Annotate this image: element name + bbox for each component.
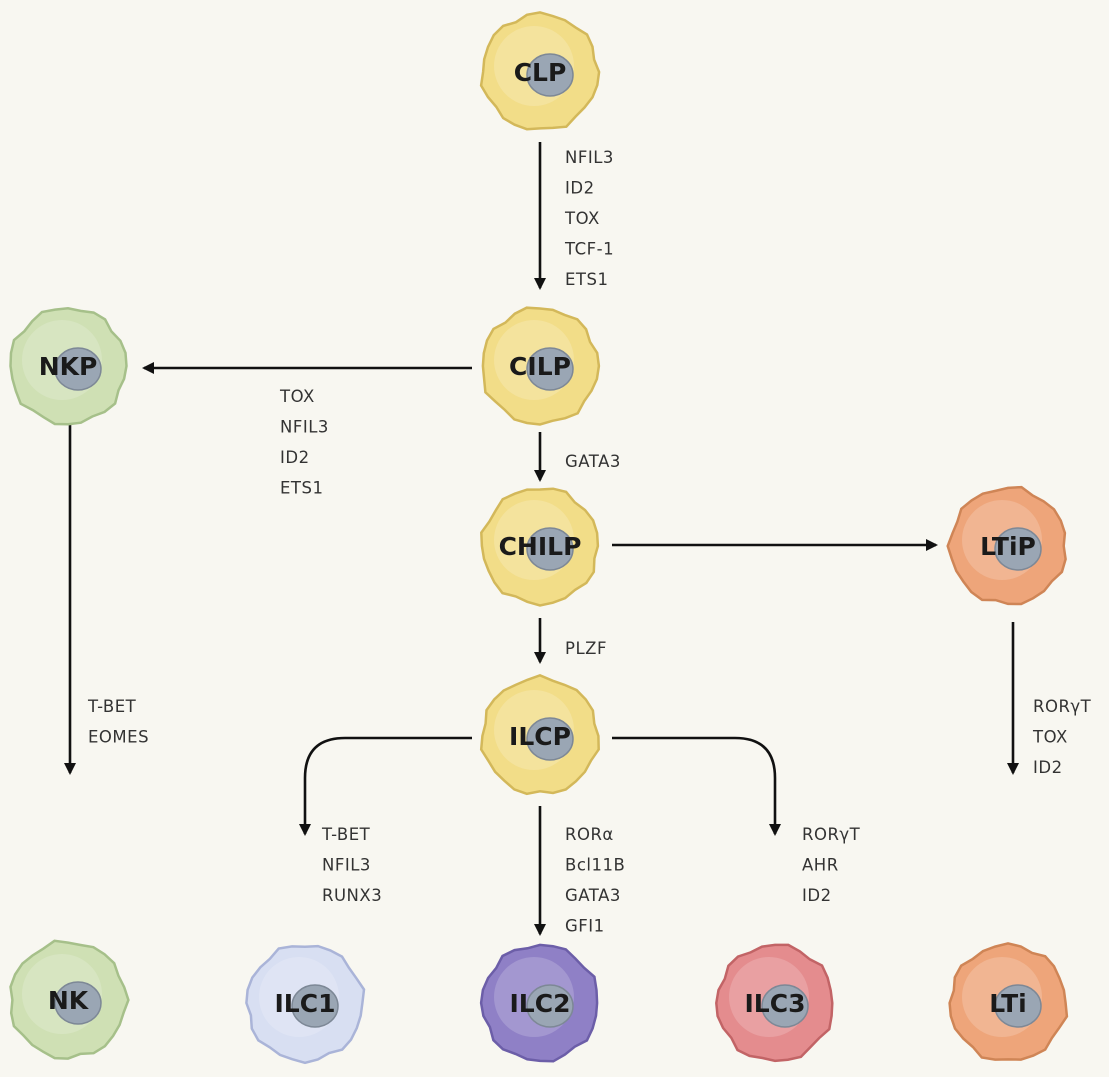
factor-label: NFIL3 bbox=[565, 148, 614, 167]
factor-label: RORα bbox=[565, 825, 614, 844]
cell-ilcp-nucleus bbox=[526, 717, 574, 761]
factor-label: ID2 bbox=[802, 886, 832, 905]
cell-cilp-nucleus bbox=[526, 347, 574, 391]
edge-ilcp-ilc3 bbox=[612, 736, 781, 836]
cell-ilc1: ILC1 bbox=[245, 944, 366, 1065]
cell-ilc2-nucleus bbox=[526, 984, 574, 1028]
cell-nk-label: NK bbox=[48, 986, 90, 1015]
cell-chilp: CHILP bbox=[480, 487, 600, 607]
edge-ilcp-ilc1 bbox=[299, 736, 472, 836]
cell-clp: CLP bbox=[479, 11, 601, 131]
cells: CLP CILP NKP CHILP LTiP ILCP NK ILC1 ILC2 ILC3 LTi bbox=[9, 11, 1069, 1065]
factors-ilcp-to-ilc3: RORγT AHR ID2 bbox=[802, 825, 861, 905]
cell-nkp-label: NKP bbox=[39, 352, 98, 381]
factor-label: EOMES bbox=[88, 728, 149, 747]
factor-label: TOX bbox=[1032, 728, 1068, 747]
cell-ltip-nucleus bbox=[994, 527, 1042, 571]
factors-chilp-to-ilcp: PLZF bbox=[565, 639, 607, 658]
transcription-factor-labels: NFIL3ID2TOXTCF-1ETS1TOXNFIL3ID2ETS1GATA3… bbox=[87, 148, 1092, 936]
cell-ltip-label: LTiP bbox=[980, 532, 1036, 561]
edges bbox=[64, 142, 1019, 836]
factor-label: NFIL3 bbox=[280, 418, 329, 437]
cell-cilp: CILP bbox=[481, 306, 601, 426]
cell-nkp-nucleus bbox=[54, 347, 102, 391]
factor-label: ID2 bbox=[280, 448, 310, 467]
cell-clp-label: CLP bbox=[514, 58, 567, 87]
factor-label: GATA3 bbox=[565, 886, 621, 905]
cell-nk-nucleus bbox=[54, 981, 102, 1025]
factor-label: T-BET bbox=[87, 697, 137, 716]
cell-ilc1-nucleus bbox=[291, 984, 339, 1028]
cell-chilp-label: CHILP bbox=[499, 532, 582, 561]
cell-lti: LTi bbox=[948, 942, 1069, 1061]
cell-nk: NK bbox=[9, 939, 130, 1060]
factor-label: RORγT bbox=[802, 825, 861, 844]
factors-cilp-to-chilp: GATA3 bbox=[565, 452, 621, 471]
cell-ilc2: ILC2 bbox=[479, 943, 599, 1063]
factor-label: AHR bbox=[802, 856, 839, 875]
factor-label: RORγT bbox=[1033, 697, 1092, 716]
factor-label: ID2 bbox=[565, 179, 595, 198]
cell-ltip: LTiP bbox=[946, 485, 1067, 606]
factor-label: GATA3 bbox=[565, 452, 621, 471]
cell-lti-label: LTi bbox=[989, 989, 1026, 1018]
cell-cilp-label: CILP bbox=[509, 352, 571, 381]
factor-label: TOX bbox=[564, 209, 600, 228]
cell-ilcp-label: ILCP bbox=[509, 722, 571, 751]
cell-chilp-nucleus bbox=[526, 527, 574, 571]
factors-nkp-to-nk: T-BET EOMES bbox=[87, 697, 149, 747]
cell-ilc3: ILC3 bbox=[715, 943, 834, 1063]
factor-label: ETS1 bbox=[565, 270, 608, 289]
cell-ilc3-nucleus bbox=[761, 984, 809, 1028]
factor-label: TCF-1 bbox=[564, 240, 614, 259]
cell-ilcp: ILCP bbox=[479, 673, 600, 796]
cell-ilc2-label: ILC2 bbox=[510, 989, 571, 1018]
factor-label: GFI1 bbox=[565, 917, 605, 936]
factors-ltip-to-lti: RORγT TOX ID2 bbox=[1032, 697, 1092, 777]
factor-label: ID2 bbox=[1033, 758, 1063, 777]
factor-label: TOX bbox=[279, 387, 315, 406]
cell-nkp: NKP bbox=[9, 307, 128, 426]
cell-ilc3-label: ILC3 bbox=[745, 989, 806, 1018]
factor-label: Bcl11B bbox=[565, 856, 625, 875]
cell-clp-nucleus bbox=[526, 53, 574, 97]
cell-ilc1-label: ILC1 bbox=[275, 989, 336, 1018]
factor-label: NFIL3 bbox=[322, 856, 371, 875]
factor-label: PLZF bbox=[565, 639, 607, 658]
cell-lti-nucleus bbox=[994, 984, 1042, 1028]
factor-label: T-BET bbox=[321, 825, 371, 844]
factor-label: ETS1 bbox=[280, 479, 323, 498]
factor-label: RUNX3 bbox=[322, 886, 382, 905]
